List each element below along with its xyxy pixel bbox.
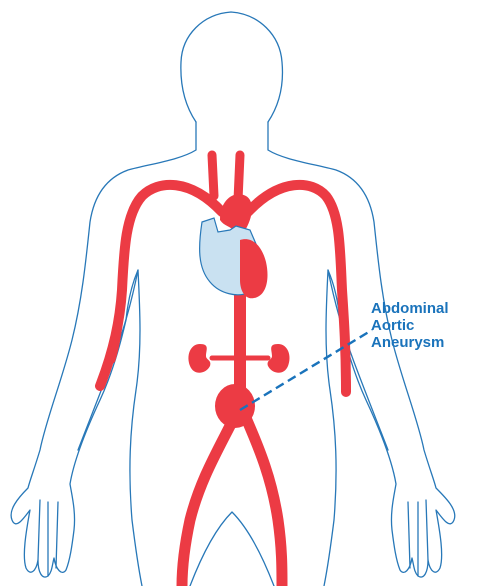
legs-outline <box>190 512 274 586</box>
aneurysm-label: Abdominal Aortic Aneurysm <box>371 300 449 351</box>
heart-dark-chamber <box>240 239 268 298</box>
callout-pointer-line <box>240 330 372 410</box>
body-outline <box>11 12 455 586</box>
label-line-3: Aneurysm <box>371 334 449 351</box>
right-kidney <box>268 344 290 373</box>
aneurysm-bulge <box>215 384 255 428</box>
left-iliac-artery <box>182 418 234 586</box>
heart-icon <box>200 218 268 298</box>
label-line-2: Aortic <box>371 317 449 334</box>
right-carotid-artery <box>238 155 240 200</box>
left-carotid-artery <box>212 155 214 196</box>
left-kidney <box>188 344 210 373</box>
head-outline <box>181 12 283 122</box>
label-line-1: Abdominal <box>371 300 449 317</box>
